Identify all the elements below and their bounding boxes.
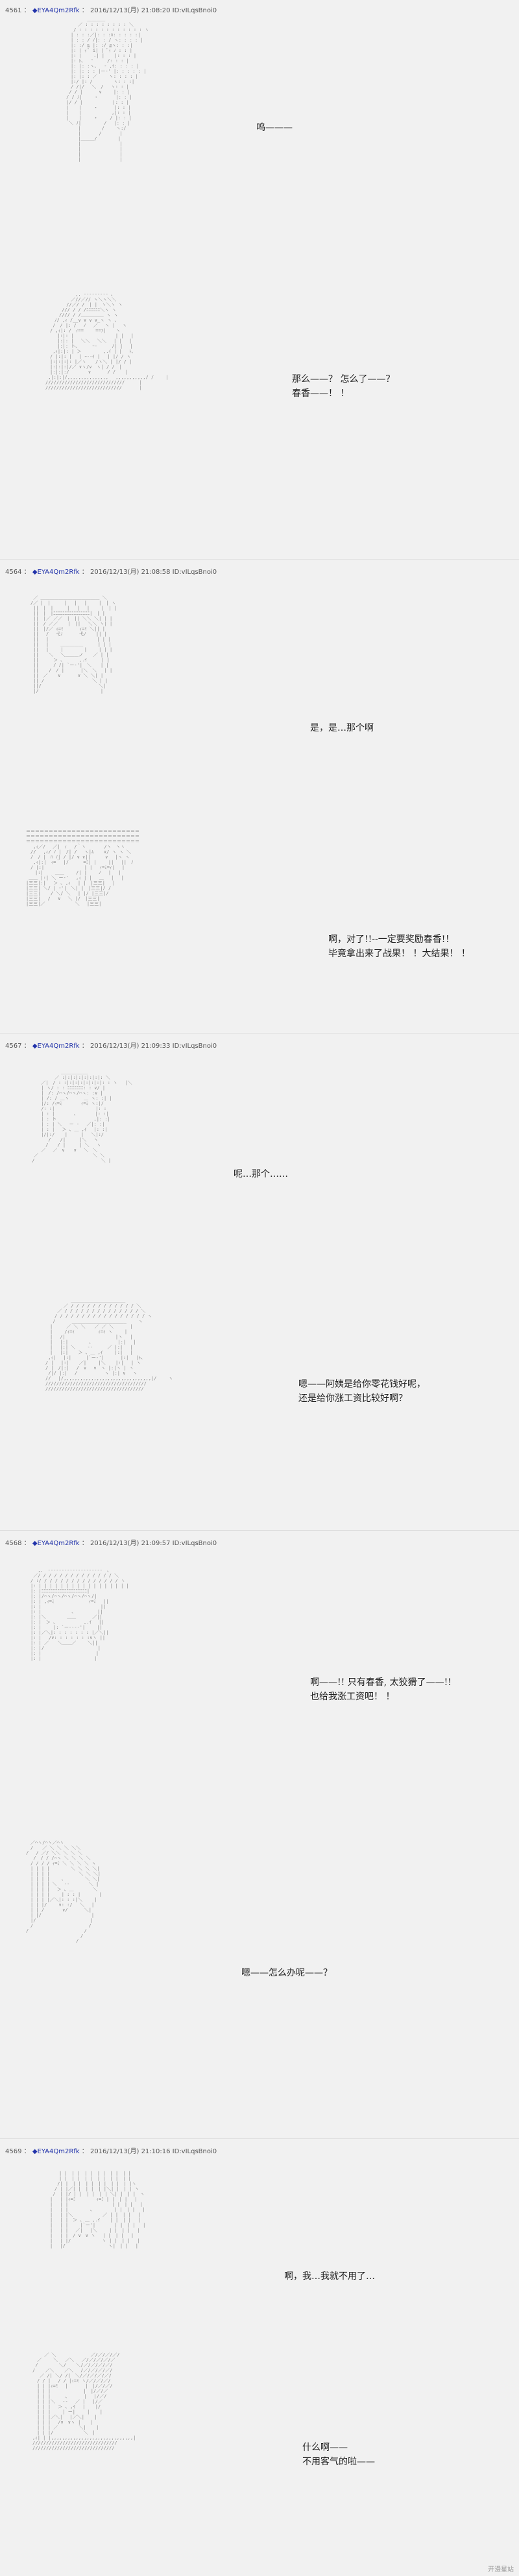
dialogue-text: 啊，对了!!--一定要奖励春香!！ 毕竟拿出来了战果！ ！大结果！ ！ (328, 934, 470, 959)
dialogue-text: 呜——— (256, 123, 293, 133)
ascii-art-panel: ／ ＿＿＿＿＿＿＿＿＿＿＿＿＿ ＼ /／ | | | | | | | ヽ || … (30, 595, 117, 694)
post-divider (0, 1033, 519, 1034)
post-meta: 2016/12/13(月) 21:10:16 ID:vILqsBnoi0 (90, 2148, 217, 2155)
post-meta: 2016/12/13(月) 21:08:20 ID:vILqsBnoi0 (90, 7, 217, 14)
post-header: 4568 ： ◆EYA4Qm2Rfk ： 2016/12/13(月) 21:09… (5, 1540, 217, 1547)
post-number: 4564 (5, 569, 22, 576)
ascii-art-panel: ＿＿＿＿ ／ : : : : : : : : ＼ / : : : : : : :… (66, 17, 149, 162)
poster-name[interactable]: ◆EYA4Qm2Rfk (32, 1043, 80, 1050)
dialogue-text: 啊，我…我就不用了… (284, 2271, 375, 2282)
poster-name[interactable]: ◆EYA4Qm2Rfk (32, 2148, 80, 2155)
dialogue-text: 嗯——阿姨是给你零花钱好呢， 还是给你涨工资比较好啊？ (298, 1379, 426, 1404)
dialogue-text: 啊——!! 只有春香, 太狡猾了——!! 也给我涨工资吧！ ！ (310, 1677, 452, 1702)
post-header: 4564 ： ◆EYA4Qm2Rfk ： 2016/12/13(月) 21:08… (5, 569, 217, 576)
post-number: 4561 (5, 7, 22, 14)
dialogue-text: 嗯——怎么办呢——？ (241, 1968, 332, 1978)
post-divider (0, 2138, 519, 2139)
ascii-art-panel: ／⌒ヽ/⌒ヽ／⌒ヽ / ／ ＼ ＼ ＼ ＼＼ / / ／/ ＼＼ ＼ ＼ ＼ /… (26, 1840, 102, 1944)
site-watermark: 开漫星站 (488, 2566, 514, 2573)
ascii-art-panel: ,. -‐‐‐‐‐‐‐- ､ ／//／// ヽ＼ヽ＼＼ //／/ / | | ヽ… (45, 292, 169, 390)
ascii-art-panel: ＝＝＝＝＝＝＝＝＝＝＝＝＝＝＝＝＝＝＝＝＝＝＝＝＝ ＝＝＝＝＝＝＝＝＝＝＝＝＝＝… (26, 829, 139, 906)
post-number: 4568 (5, 1540, 22, 1547)
dialogue-text: 什么啊—— 不用客气的啦—— (302, 2442, 375, 2467)
post-meta: 2016/12/13(月) 21:09:57 ID:vILqsBnoi0 (90, 1540, 217, 1547)
post-divider (0, 1530, 519, 1531)
poster-name[interactable]: ◆EYA4Qm2Rfk (32, 7, 80, 14)
ascii-art-panel: ＿＿＿＿＿＿ ／ :|:|:|:|:|:|:|: ＼ ／| / : :|:|:|… (32, 1070, 132, 1163)
post-number: 4567 (5, 1043, 22, 1050)
ascii-art-panel: ／ ＼ ／/／/／/／/ ／ ＼ ／＼ ／/／/／/／/／ / ＼/ ＼/／/／… (32, 2352, 136, 2451)
ascii-art-panel: ,. -‐‐‐‐‐‐‐‐‐‐‐‐‐‐‐‐‐‐- 、 ／/ / / / / / /… (30, 1568, 129, 1661)
dialogue-text: 那么——？ 怎么了——？ 春香——！ ！ (292, 374, 395, 399)
post-meta: 2016/12/13(月) 21:09:33 ID:vILqsBnoi0 (90, 1043, 217, 1050)
post-meta: 2016/12/13(月) 21:08:58 ID:vILqsBnoi0 (90, 569, 217, 576)
post-header: 4569 ： ◆EYA4Qm2Rfk ： 2016/12/13(月) 21:10… (5, 2148, 217, 2155)
dialogue-text: 是，是…那个啊 (310, 723, 374, 733)
ascii-art-panel: | | | | | | | | | | | | | | | | | | | | … (49, 2171, 146, 2249)
post-header: 4561 ： ◆EYA4Qm2Rfk ： 2016/12/13(月) 21:08… (5, 7, 217, 14)
poster-name[interactable]: ◆EYA4Qm2Rfk (32, 569, 80, 576)
poster-name[interactable]: ◆EYA4Qm2Rfk (32, 1540, 80, 1547)
post-header: 4567 ： ◆EYA4Qm2Rfk ： 2016/12/13(月) 21:09… (5, 1043, 217, 1050)
post-number: 4569 (5, 2148, 22, 2155)
dialogue-text: 呢…那个…… (234, 1169, 288, 1179)
ascii-art-panel: ＿＿＿＿＿＿＿＿＿＿＿＿ ／ / / / / / / / / / / / / ＼… (45, 1298, 173, 1391)
post-divider (0, 559, 519, 560)
